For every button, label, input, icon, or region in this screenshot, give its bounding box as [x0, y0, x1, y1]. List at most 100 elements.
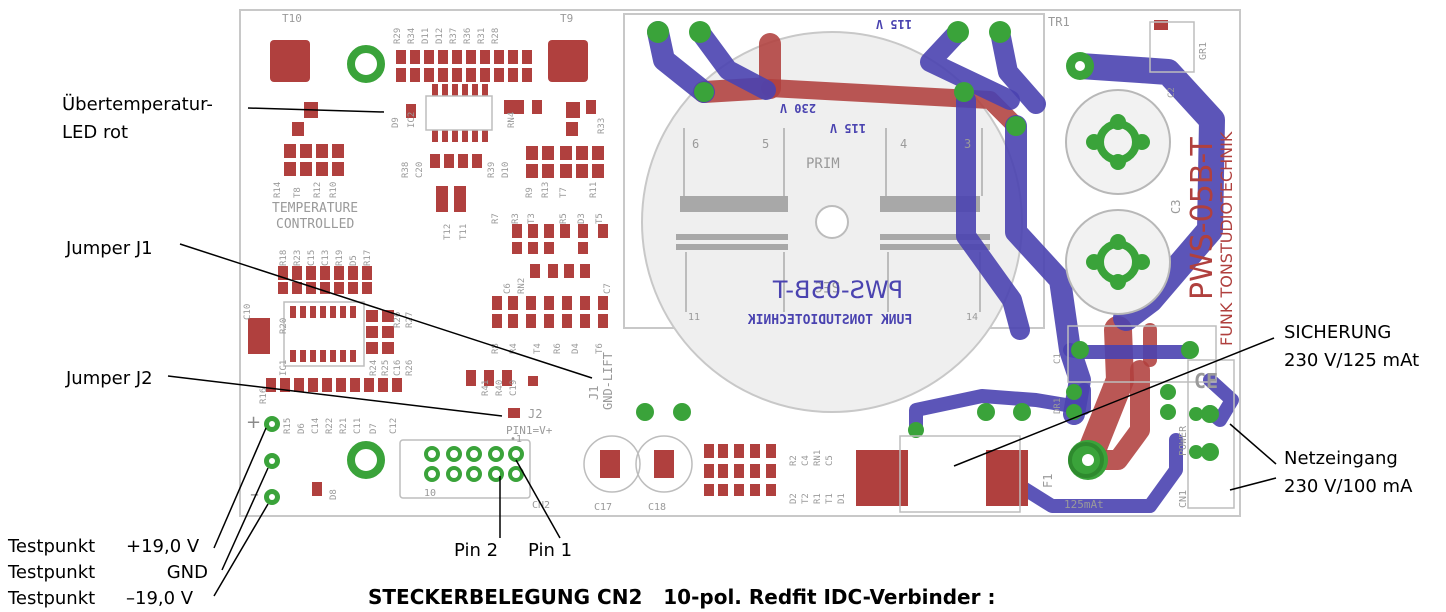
svg-text:C19: C19 [509, 380, 519, 396]
callout-testpoint-gnd-label: Testpunkt [7, 562, 95, 583]
svg-text:IC2: IC2 [407, 112, 417, 128]
label-prim: PRIM [806, 156, 840, 172]
svg-text:R6: R6 [553, 343, 563, 354]
label-term6: 6 [692, 137, 699, 151]
transformer-bobbin-lines [683, 128, 983, 312]
label-term14: 14 [966, 312, 978, 323]
callout-pin1: Pin 1 [528, 540, 572, 561]
svg-text:T11: T11 [459, 224, 469, 240]
callout-testpoint-minus-label: Testpunkt [7, 588, 95, 609]
svg-text:R40: R40 [495, 380, 505, 396]
svg-text:R36: R36 [463, 28, 473, 44]
label-power: POWER [1178, 425, 1189, 456]
svg-text:T4: T4 [533, 343, 543, 354]
svg-text:C13: C13 [321, 250, 331, 266]
svg-text:T12: T12 [443, 224, 453, 240]
label-c3: C3 [1169, 200, 1183, 214]
svg-text:C10: C10 [243, 304, 253, 320]
label-pin1-vplus: PIN1=V+ [506, 424, 553, 437]
label-pin-1: •1 [510, 434, 522, 445]
label-gr1: GR1 [1198, 42, 1209, 60]
svg-text:R26: R26 [405, 360, 415, 376]
svg-text:T8: T8 [293, 187, 303, 198]
svg-text:D4: D4 [571, 343, 581, 354]
svg-text:R24: R24 [369, 360, 379, 376]
top-copper-traces [647, 21, 1239, 513]
cn2-pins [424, 446, 524, 482]
svg-text:R1: R1 [813, 493, 823, 504]
label-term3: 3 [964, 137, 971, 151]
svg-text:C14: C14 [311, 418, 321, 434]
svg-text:R20: R20 [279, 318, 289, 334]
callout-overtemp-line2: LED rot [62, 122, 128, 143]
svg-text:T7: T7 [559, 187, 569, 198]
tp-minus-mark: – [250, 484, 259, 505]
svg-text:R15: R15 [283, 418, 293, 434]
svg-text:RN2: RN2 [517, 278, 527, 294]
callout-mains-line1: Netzeingang [1284, 448, 1398, 469]
label-j1: J1 [587, 386, 601, 400]
svg-text:T5: T5 [595, 213, 605, 224]
svg-text:R16: R16 [259, 388, 269, 404]
mirror-title: PWS-05B-T [773, 276, 904, 304]
svg-text:D1: D1 [837, 493, 847, 504]
svg-text:R21: R21 [339, 418, 349, 434]
capacitor-c3 [1065, 209, 1171, 315]
svg-text:R9: R9 [525, 187, 535, 198]
callout-pin2: Pin 2 [454, 540, 498, 561]
label-ce-mark: CE [1194, 369, 1218, 393]
capacitor-c-top [1065, 89, 1171, 195]
reference-designators: R29 R34 D11 D12 R37 R36 R31 R28 IC2 D9 R… [243, 28, 1177, 504]
svg-text:R25: R25 [381, 360, 391, 376]
transformer-hole [815, 205, 849, 239]
callout-testpoint-gnd-value: GND [167, 562, 208, 583]
svg-text:R27: R27 [405, 312, 415, 328]
label-230v: 230 V [780, 101, 816, 115]
svg-text:R37: R37 [449, 28, 459, 44]
svg-text:R28: R28 [491, 28, 501, 44]
svg-text:C5: C5 [825, 455, 835, 466]
callout-overtemp-line1: Übertemperatur- [62, 93, 213, 115]
callout-testpoint-plus-value: +19,0 V [126, 536, 200, 557]
svg-text:R5: R5 [559, 213, 569, 224]
label-gnd-lift: GND-LIFT [601, 352, 615, 410]
label-c17: C17 [594, 502, 612, 513]
svg-text:C7: C7 [603, 283, 613, 294]
mirror-subtitle: FUNK TONSTUDIOTECHNIK [748, 313, 913, 328]
svg-text:T1: T1 [825, 493, 835, 504]
svg-text:D2: D2 [789, 493, 799, 504]
svg-text:R4: R4 [509, 343, 519, 354]
svg-text:R17: R17 [363, 250, 373, 266]
svg-text:D9: D9 [391, 117, 401, 128]
brand-title-vertical: PWS-05B-T [1185, 137, 1220, 300]
label-tr1: TR1 [1048, 15, 1070, 29]
svg-text:RN1: RN1 [813, 450, 823, 466]
label-fuse-value: 125mAt [1064, 498, 1104, 511]
svg-text:R22: R22 [325, 418, 335, 434]
footer-title: STECKERBELEGUNG CN2 10-pol. Redfit IDC-V… [368, 585, 995, 609]
svg-text:R34: R34 [407, 28, 417, 44]
callout-leaders [167, 107, 1277, 597]
svg-text:T3: T3 [527, 213, 537, 224]
mounting-holes [347, 45, 1104, 479]
svg-text:C6: C6 [503, 283, 513, 294]
svg-text:R2: R2 [789, 455, 799, 466]
svg-text:RN4: RN4 [507, 112, 517, 128]
svg-text:R38: R38 [401, 162, 411, 178]
svg-text:C4: C4 [801, 455, 811, 466]
svg-text:C20: C20 [415, 162, 425, 178]
svg-text:R41: R41 [481, 380, 491, 396]
callout-fuse-line1: SICHERUNG [1284, 322, 1391, 343]
svg-text:T2: T2 [801, 493, 811, 504]
svg-text:C2: C2 [1167, 87, 1177, 98]
brand-subtitle-vertical: FUNK TONSTUDIOTECHNIK [1217, 131, 1236, 346]
tp-plus-mark: + [246, 412, 261, 433]
svg-text:D12: D12 [435, 28, 445, 44]
svg-text:R8: R8 [491, 343, 501, 354]
callout-mains-line2: 230 V/100 mA [1284, 476, 1413, 497]
label-c18: C18 [648, 502, 666, 513]
svg-text:D6: D6 [297, 423, 307, 434]
svg-text:C11: C11 [353, 418, 363, 434]
svg-text:D10: D10 [501, 162, 511, 178]
